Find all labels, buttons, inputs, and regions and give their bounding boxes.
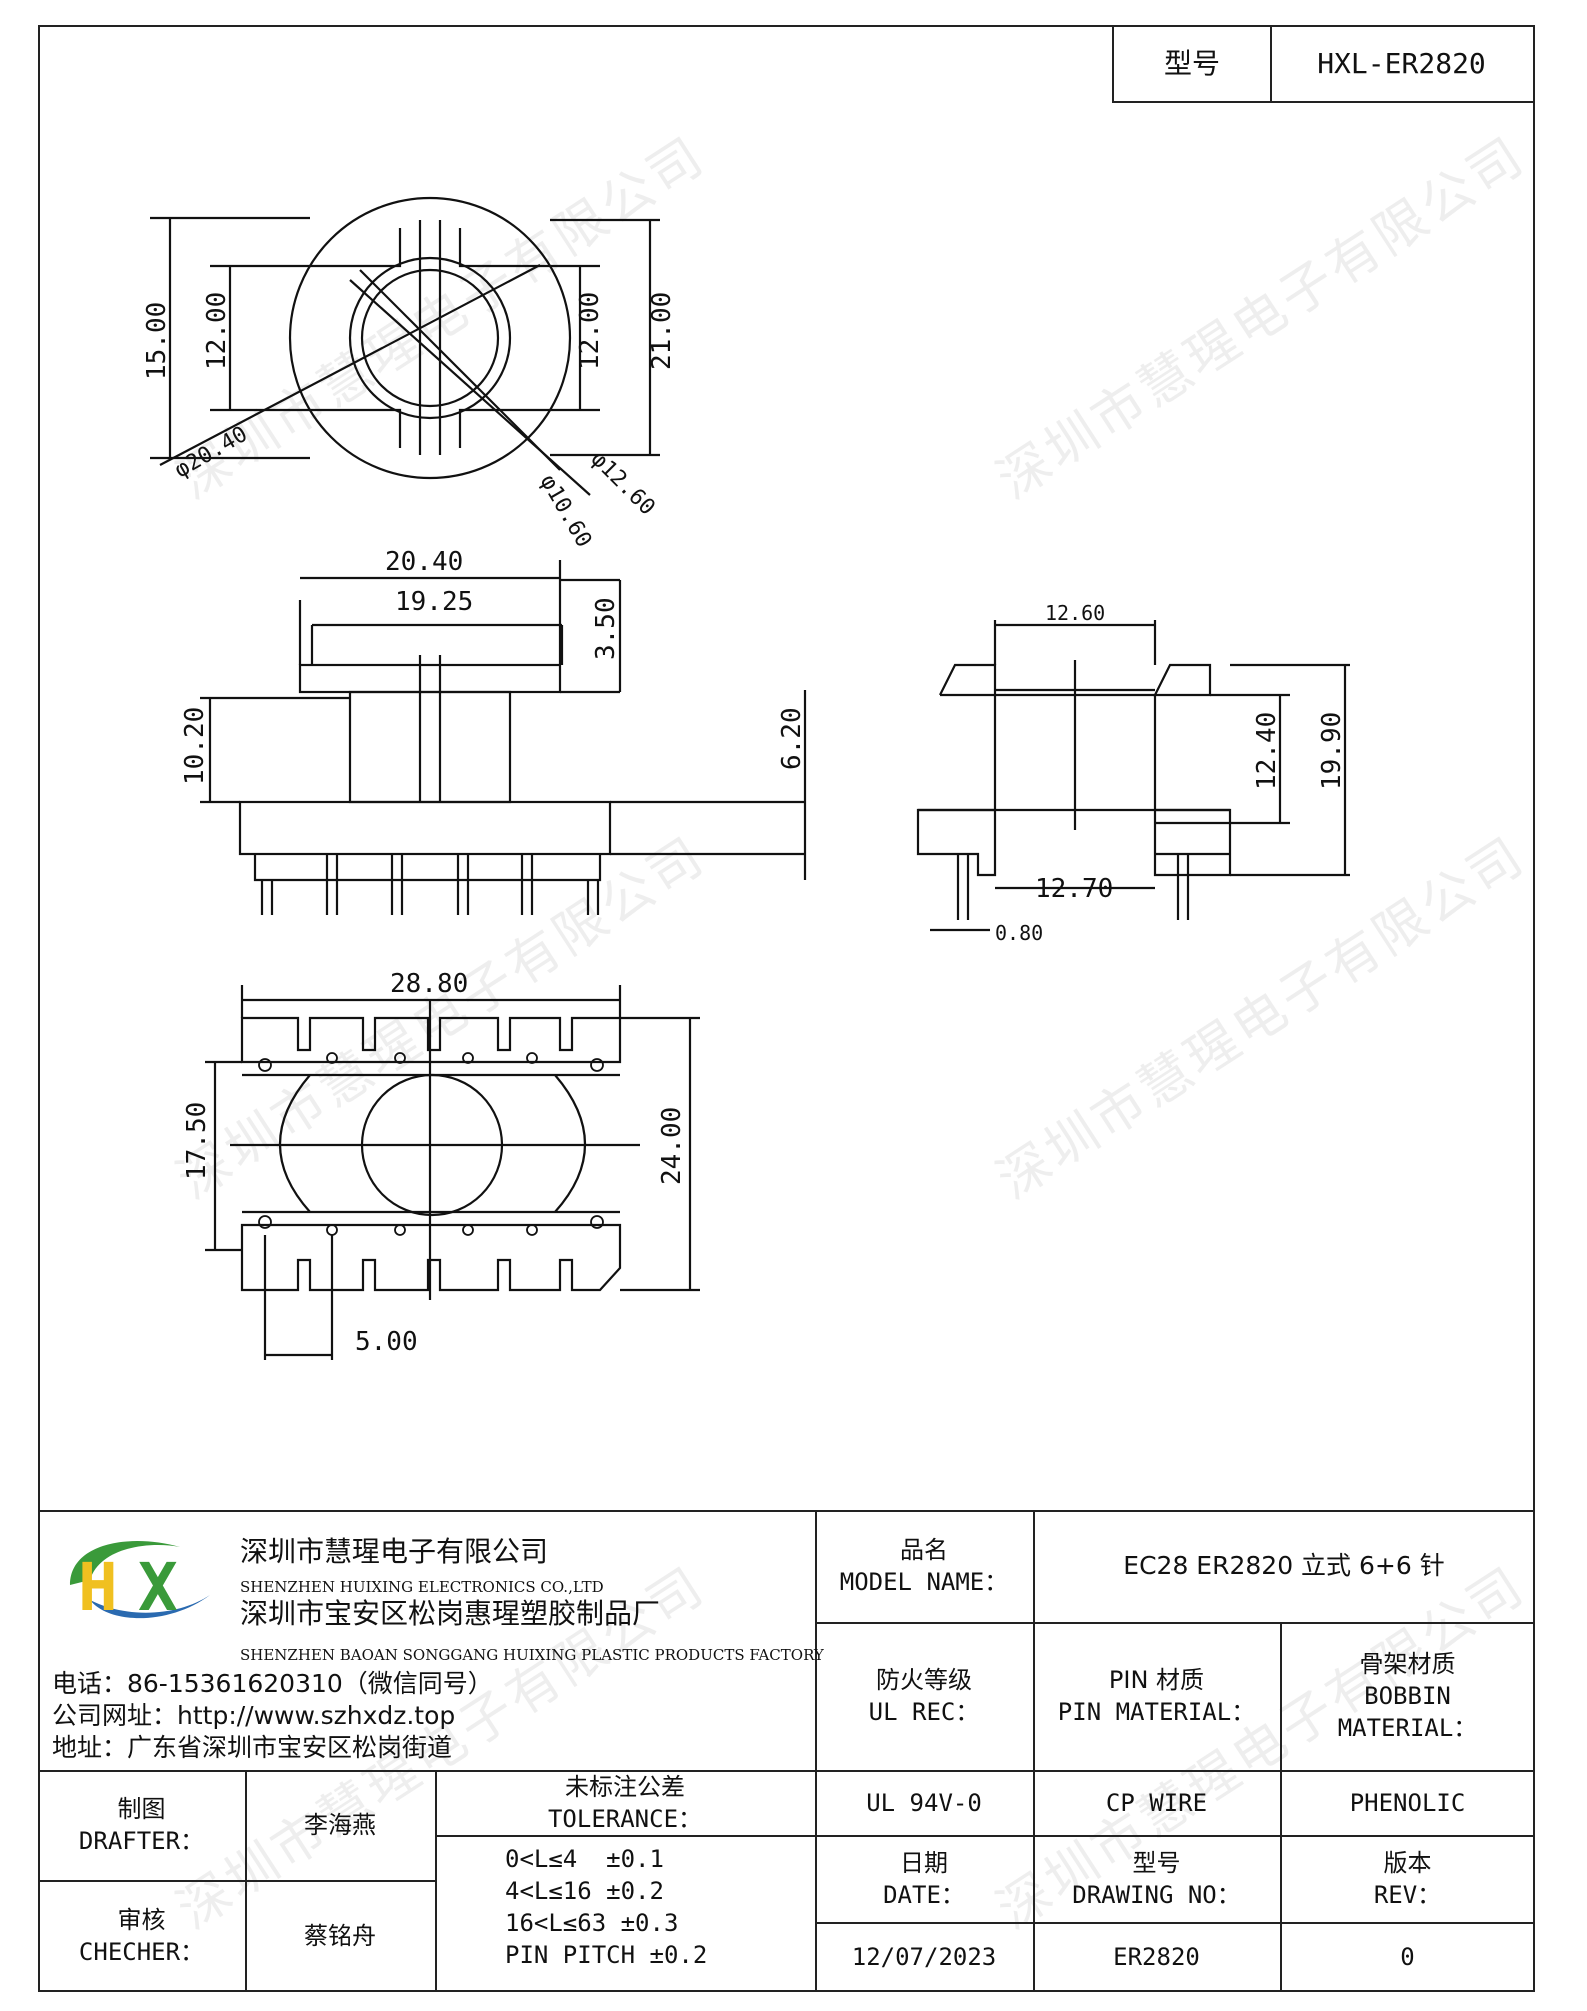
dim-D: 12.00 xyxy=(575,292,605,370)
technical-drawing: 15.00 12.00 φ20.40 12.00 21.00 φ12.60 φ1… xyxy=(142,196,1350,1360)
dim-B: 12.00 xyxy=(202,292,232,370)
factory-name-en: SHENZHEN BAOAN SONGGANG HUIXING PLASTIC … xyxy=(240,1646,824,1664)
rev-label: 版本 REV： xyxy=(1373,1848,1442,1909)
tolerance-table: 0<L≤4 ±0.1 4<L≤16 ±0.2 16<L≤63 ±0.3 PIN … xyxy=(505,1843,805,1971)
dim-P: 5.00 xyxy=(355,1327,418,1357)
factory-name-cn: 深圳市宝安区松岗惠瑆塑胶制品厂 xyxy=(240,1597,661,1630)
dim-Q: 12.70 xyxy=(1035,874,1113,904)
dim-M: 28.80 xyxy=(390,969,468,999)
pin-material-value: CP WIRE xyxy=(1105,1788,1208,1817)
tolerance-row: 4<L≤16 ±0.2 xyxy=(505,1877,664,1905)
top-view-outer-circle xyxy=(288,196,572,480)
checker-label: 审核 CHECHER： xyxy=(78,1906,205,1966)
top-view-leader xyxy=(159,264,541,466)
dim-I: 19.25 xyxy=(395,587,473,617)
drawing-no-label: 型号 DRAWING NO： xyxy=(1072,1848,1241,1909)
bottom-view-bottom-rail xyxy=(240,1223,622,1292)
model-name-value: EC28 ER2820 立式 6+6 针 xyxy=(1123,1551,1445,1580)
tolerance-row: PIN PITCH ±0.2 xyxy=(505,1941,708,1969)
header-model-label: 型号 xyxy=(1112,25,1272,103)
top-view-core-circle xyxy=(360,268,500,408)
bottom-view-top-rail xyxy=(240,1016,622,1064)
dim-L: 6.20 xyxy=(777,707,807,770)
ul-rec-label: 防火等级 UL REC： xyxy=(868,1666,980,1726)
company-phone: 电话：86-15361620310（微信同号） xyxy=(52,1669,493,1698)
dim-F: φ12.60 xyxy=(586,447,660,521)
dim-N: 17.50 xyxy=(182,1102,212,1180)
dim-J: 3.50 xyxy=(591,597,621,660)
top-view-leader xyxy=(359,269,561,471)
drawing-no-value: ER2820 xyxy=(1113,1943,1200,1971)
title-block-top xyxy=(38,1510,1535,1512)
svg-text:X: X xyxy=(138,1549,178,1626)
model-name-label: 品名 MODEL NAME： xyxy=(839,1536,1009,1596)
front-view-base xyxy=(238,800,612,856)
front-view-top-flange xyxy=(298,663,562,694)
tolerance-row: 16<L≤63 ±0.3 xyxy=(505,1909,679,1937)
tolerance-row: 0<L≤4 ±0.1 xyxy=(505,1845,664,1873)
drafter-label: 制图 DRAFTER： xyxy=(78,1795,205,1855)
dim-K: 10.20 xyxy=(180,707,210,785)
tolerance-label: 未标注公差 TOLERANCE： xyxy=(547,1772,703,1833)
drafter-value: 李海燕 xyxy=(304,1811,376,1839)
bobbin-material-label: 骨架材质 BOBBIN MATERIAL： xyxy=(1337,1650,1478,1742)
drawing-frame xyxy=(38,25,1535,1992)
dim-A: 15.00 xyxy=(142,302,172,380)
top-view-inner-circle xyxy=(348,256,512,420)
header-model-value: HXL-ER2820 xyxy=(1270,25,1535,103)
front-view-core xyxy=(348,690,512,804)
dim-E: 21.00 xyxy=(647,292,677,370)
top-view-flange xyxy=(310,408,550,448)
pin-material-label: PIN 材质 PIN MATERIAL： xyxy=(1057,1666,1256,1726)
side-view-outline xyxy=(916,663,997,877)
date-label: 日期 DATE： xyxy=(883,1848,965,1909)
side-view-pins xyxy=(956,854,1190,920)
company-logo: H X xyxy=(50,1525,225,1630)
front-view-pins xyxy=(260,854,600,915)
company-address: 地址：广东省深圳市宝安区松岗街道 xyxy=(52,1733,453,1762)
company-name-cn: 深圳市慧瑆电子有限公司 xyxy=(240,1535,549,1568)
ul-rec-value: UL 94V-0 xyxy=(866,1788,982,1817)
dim-pin: 0.80 xyxy=(995,921,1043,945)
dim-H: 20.40 xyxy=(385,547,463,577)
bobbin-material-value: PHENOLIC xyxy=(1349,1788,1466,1817)
rev-value: 0 xyxy=(1400,1943,1415,1971)
dim-R: 19.90 xyxy=(1317,712,1347,790)
date-value: 12/07/2023 xyxy=(851,1943,997,1971)
dim-S: 12.40 xyxy=(1252,712,1282,790)
dim-G: φ10.60 xyxy=(535,471,596,552)
company-website: 公司网址：http://www.szhxdz.top xyxy=(52,1701,456,1730)
dim-O: 24.00 xyxy=(657,1107,687,1185)
svg-text:H: H xyxy=(78,1549,118,1626)
top-view-flange xyxy=(310,228,550,268)
dim-side-top: 12.60 xyxy=(1045,601,1105,625)
checker-value: 蔡铭舟 xyxy=(304,1922,376,1950)
company-name-en: SHENZHEN HUIXING ELECTRONICS CO.,LTD xyxy=(240,1578,604,1596)
